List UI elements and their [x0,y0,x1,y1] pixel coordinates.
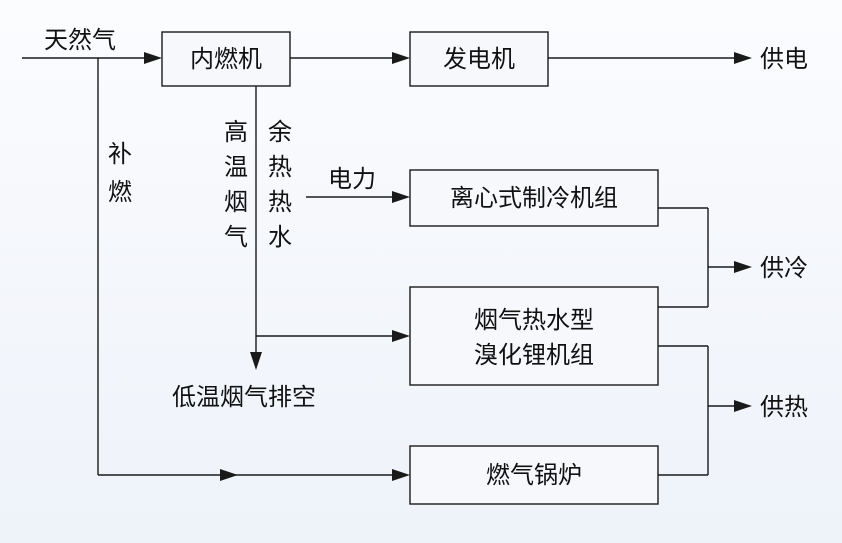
flue-gas-char-1: 高 [224,118,248,146]
waste-heat-char-1: 余 [268,118,292,146]
power-supply-label: 供电 [760,45,808,73]
arrow-mid-boiler-line [220,469,238,481]
cooling-supply-label: 供冷 [760,254,808,282]
arrow-to-centrifugal [392,191,410,203]
arrow-to-absorption [392,330,410,342]
arrow-exhaust [250,352,262,370]
waste-heat-char-2: 热 [268,153,292,181]
arrow-to-generator [392,52,410,64]
arrow-power-supply [734,52,752,64]
absorption-chiller-box [409,286,659,386]
centrifugal-chiller-label: 离心式制冷机组 [450,184,618,212]
gas-boiler-label: 燃气锅炉 [486,461,582,489]
waste-heat-char-4: 水 [268,223,292,251]
supplementary-firing-char-1: 补 [108,140,132,168]
flue-gas-char-3: 烟 [224,188,248,216]
gas-boiler-box [409,445,659,505]
ice-box [161,31,291,87]
absorption-chiller-label-line2: 溴化锂机组 [474,341,594,369]
generator-label: 发电机 [443,45,515,73]
low-temp-exhaust-label: 低温烟气排空 [172,383,316,411]
flue-gas-char-2: 温 [224,153,248,181]
ice-label: 内燃机 [190,45,262,73]
arrow-heating-supply [734,400,752,412]
waste-heat-char-3: 热 [268,188,292,216]
heating-supply-label: 供热 [760,393,808,421]
arrow-cooling-supply [734,261,752,273]
centrifugal-chiller-box [409,169,659,227]
absorption-chiller-label-line1: 烟气热水型 [474,306,594,334]
supplementary-firing-char-2: 燃 [108,178,132,206]
generator-box [409,31,549,87]
natural-gas-label: 天然气 [44,26,116,54]
arrow-to-ice [144,52,162,64]
flue-gas-char-4: 气 [224,223,248,251]
electricity-label: 电力 [328,165,376,193]
arrow-to-boiler [392,469,410,481]
